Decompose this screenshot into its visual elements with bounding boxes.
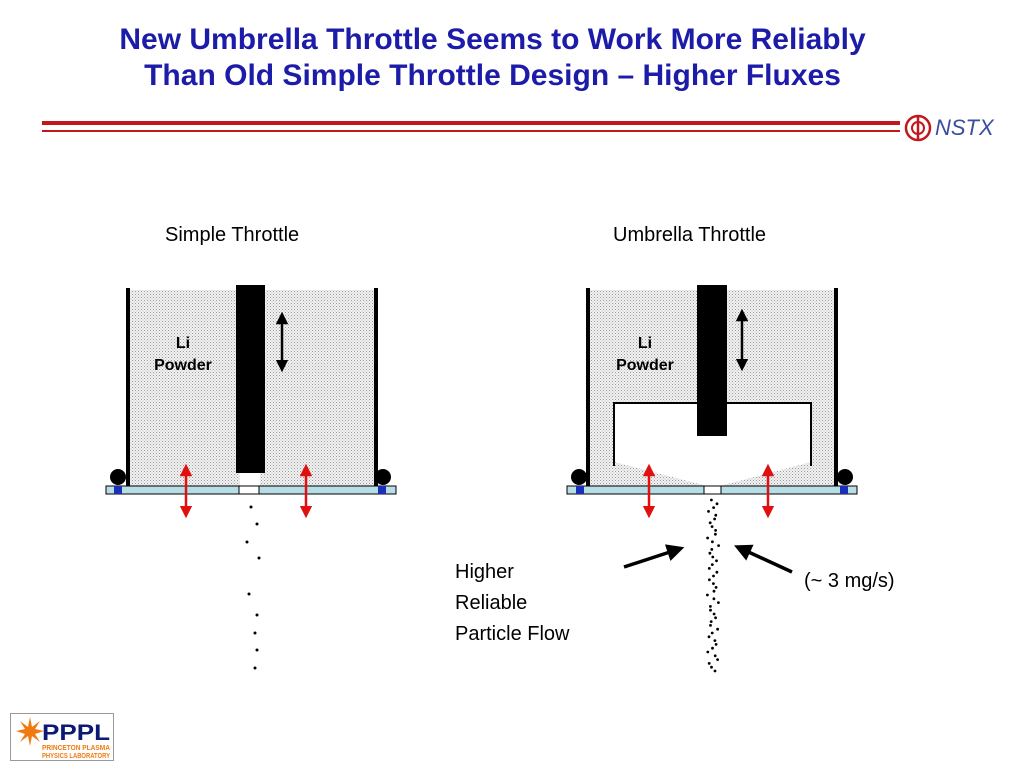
simple-li-label-line-1: Li (175, 335, 191, 352)
particle-dot (712, 589, 716, 593)
particle-dot (710, 548, 714, 551)
particle-dot (710, 631, 714, 635)
simple-li-label-line-2: Powder (154, 357, 212, 374)
particle-dot (709, 620, 713, 623)
particle-dot (715, 502, 719, 506)
particle-dot (713, 639, 717, 642)
particle-dot (712, 597, 716, 601)
simple-li-powder-label: Li Powder (143, 333, 223, 377)
particle-dot (714, 513, 718, 517)
particle-dot (714, 586, 718, 589)
simple-seal-right (378, 486, 386, 494)
simple-seal-left (114, 486, 122, 494)
particle-dot (711, 646, 714, 650)
callout-arrow-right (734, 544, 793, 574)
slide-title-line-1: New Umbrella Throttle Seems to Work More… (119, 23, 866, 56)
particle-dot (717, 601, 720, 604)
particle-dot (716, 627, 719, 631)
umbrella-seal-left (576, 486, 584, 494)
nstx-logo-icon (904, 114, 932, 142)
umbrella-oring-left (571, 469, 587, 485)
particle-dot (712, 582, 715, 585)
particle-dot (707, 567, 711, 570)
particle-dot (708, 521, 712, 525)
particle-dot (714, 616, 717, 620)
particle-dot (706, 536, 709, 540)
particle-dot (712, 506, 715, 509)
simple-particle-stream (245, 505, 261, 670)
umbrella-seal-right (840, 486, 848, 494)
umbrella-li-powder-label: Li Powder (605, 333, 685, 377)
simple-throttle-title: Simple Throttle (165, 224, 300, 246)
particle-dot (713, 654, 717, 658)
simple-plunger-rod (236, 285, 265, 473)
particle-dot (714, 529, 717, 532)
umbrella-plunger-rod (697, 285, 727, 436)
nstx-logo-text: NSTX (935, 115, 994, 140)
umbrella-base-plate-left (566, 485, 705, 495)
particle-dot (711, 540, 714, 544)
particle-dot (710, 498, 713, 502)
particle-dot (706, 650, 710, 654)
pppl-logo-icon: PPPL PRINCETON PLASMA PHYSICS LABORATORY (10, 713, 114, 761)
flow-callout: Higher Reliable Particle Flow (455, 557, 569, 650)
particle-dot (706, 593, 709, 597)
particle-dot (713, 517, 716, 521)
particle-dot (709, 624, 712, 627)
particle-dot (710, 665, 713, 669)
flow-callout-line-3: Particle Flow (455, 623, 570, 645)
particle-dot (714, 643, 718, 646)
simple-orifice (238, 485, 260, 495)
particle-dot (717, 544, 720, 547)
title-rule-thick (42, 121, 900, 125)
particle-dot (715, 570, 719, 574)
particle-dot (707, 510, 710, 513)
umbrella-oring-right (837, 469, 853, 485)
callout-arrow-left (623, 544, 685, 569)
particle-dot (712, 612, 716, 616)
pppl-logo-sub-2: PHYSICS LABORATORY (42, 753, 110, 760)
particle-dot (709, 605, 712, 608)
particle-dot (710, 563, 714, 566)
simple-oring-left (110, 469, 126, 485)
simple-base-plate-left (105, 485, 240, 495)
pppl-logo-sub-1: PRINCETON PLASMA (42, 745, 110, 752)
flow-callout-line-2: Reliable (455, 592, 528, 614)
particle-dot (716, 658, 719, 661)
particle-dot (708, 578, 711, 582)
umbrella-throttle-title: Umbrella Throttle (613, 224, 767, 246)
particle-dot (707, 662, 711, 665)
particle-dot (707, 635, 711, 639)
umbrella-particle-stream (706, 498, 720, 673)
particle-dot (711, 555, 715, 559)
umbrella-base-plate-right (720, 485, 858, 495)
pppl-logo-text: PPPL (42, 720, 110, 745)
simple-base-plate-right (258, 485, 397, 495)
particle-dot (715, 559, 718, 563)
slide-title-line-2: Than Old Simple Throttle Design – Higher… (144, 59, 841, 92)
particle-dot (713, 669, 717, 673)
particle-dot (710, 525, 714, 528)
title-rule-thin (42, 130, 900, 132)
umbrella-li-label-line-2: Powder (616, 357, 674, 374)
umbrella-li-label-line-1: Li (637, 335, 653, 352)
flow-callout-line-1: Higher (455, 561, 514, 583)
umbrella-orifice (703, 485, 722, 495)
simple-throttle (105, 285, 397, 670)
particle-dot (712, 574, 715, 578)
umbrella-throttle (566, 285, 858, 673)
flow-rate-label: (~ 3 mg/s) (804, 570, 895, 592)
simple-oring-right (375, 469, 391, 485)
slide-title: New Umbrella Throttle Seems to Work More… (0, 22, 985, 94)
particle-dot (708, 551, 712, 555)
simple-plunger-gap (240, 473, 260, 487)
particle-dot (714, 532, 717, 536)
particle-dot (709, 608, 712, 612)
